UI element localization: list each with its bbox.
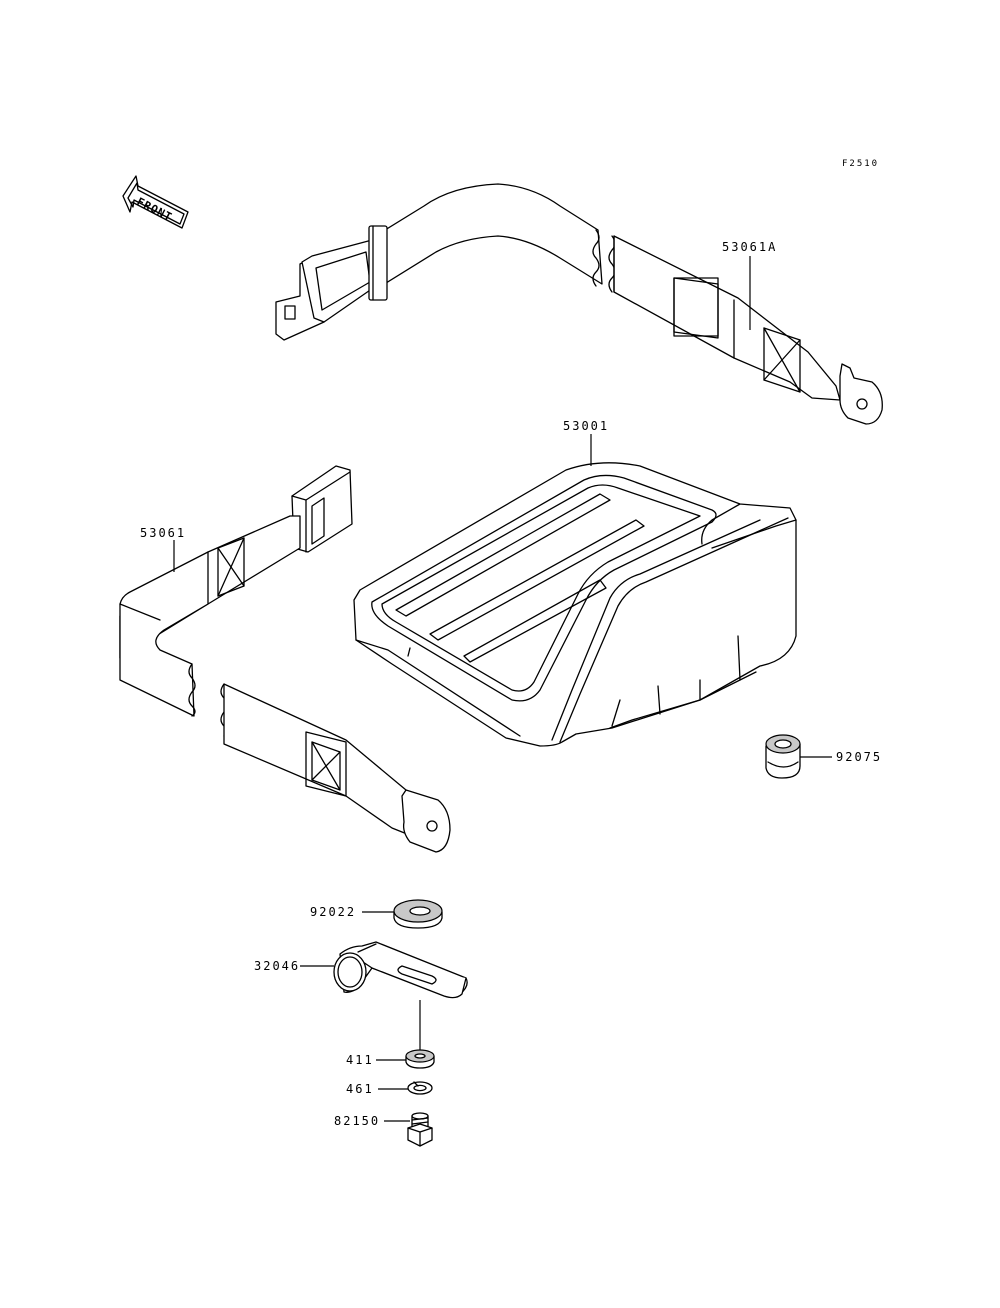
upper-strap-keeper (368, 225, 388, 301)
lower-strap-tab (401, 789, 451, 853)
tray-rib-3 (463, 579, 607, 663)
clamp-32046 (333, 941, 468, 999)
lower-strap (119, 465, 451, 853)
lock-washer-461 (407, 1081, 433, 1095)
clamp-slot (397, 965, 437, 985)
front-arrow-icon: FRONT (122, 175, 189, 229)
label-92022: 92022 (310, 905, 356, 919)
bolt-82150 (407, 1112, 433, 1147)
lower-buckle (291, 465, 353, 553)
nut-411 (405, 1049, 435, 1069)
label-92075: 92075 (836, 750, 882, 764)
upper-strap-arc (371, 183, 603, 289)
label-411: 411 (346, 1053, 374, 1067)
lower-strap-end (223, 683, 425, 837)
label-53061a: 53061A (722, 240, 777, 254)
label-53061: 53061 (140, 526, 186, 540)
figure-code: F2510 (842, 159, 879, 169)
upper-strap-end (613, 235, 841, 401)
tray-rib-2 (429, 519, 645, 641)
upper-strap-tab (839, 363, 883, 425)
label-53001: 53001 (563, 419, 609, 433)
battery-tray (353, 462, 797, 747)
upper-buckle-slot (284, 305, 296, 320)
tray-rib-1 (395, 493, 611, 617)
upper-strap (275, 183, 883, 425)
collar-92075 (765, 734, 801, 779)
lower-strap-loop (119, 551, 209, 717)
label-461: 461 (346, 1082, 374, 1096)
label-32046: 32046 (254, 959, 300, 973)
label-82150: 82150 (334, 1114, 380, 1128)
washer-92022 (393, 899, 443, 929)
